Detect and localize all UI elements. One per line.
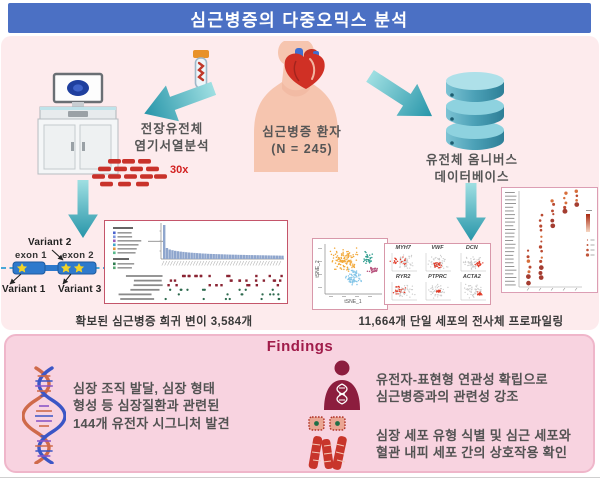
variant-summary-chart [104, 220, 288, 304]
tsne-canvas: tSNE_1 tSNE_2 [315, 244, 382, 305]
findings-title: Findings [266, 338, 334, 355]
database-label-line1: 유전체 옴니버스 [426, 153, 518, 167]
feature-plot-canvas [426, 282, 452, 301]
arrow-to-sequencing-icon [144, 81, 217, 122]
feature-plot-ACTA2: ACTA2 [455, 274, 489, 303]
database-label: 유전체 옴니버스 데이터베이스 [412, 152, 532, 185]
database-label-line2: 데이터베이스 [434, 169, 510, 184]
heart-icon [284, 48, 325, 89]
feature-gene-label: RYR2 [395, 274, 411, 280]
arrow-to-database-icon [366, 69, 433, 117]
feature-gene-label: ACTA2 [462, 274, 481, 280]
arrow-down-variants-icon [68, 180, 98, 238]
feature-plot-PTPRC: PTPRC [420, 274, 454, 303]
marker-dotplot [501, 187, 598, 293]
finding-1-line1: 심장 조직 발달, 심장 형태 [73, 381, 216, 396]
feature-plot-MYH7: MYH7 [386, 245, 420, 274]
finding-3-text: 심장 세포 유형 식별 및 심근 세포와 혈관 내피 세포 간의 상호작용 확인 [376, 428, 571, 463]
feature-plot-RYR2: RYR2 [386, 274, 420, 303]
marker-feature-plots: MYH7 VWF DCN RYR2 PTPRC ACTA2 [384, 243, 491, 305]
patient-torso-illustration [254, 41, 338, 172]
profiling-caption: 11,664개 단일 세포의 전사체 프로파일링 [358, 316, 564, 328]
patient-label-line1: 심근병증 환자 [262, 125, 342, 139]
findings-panel [4, 334, 595, 473]
finding-3-line2: 혈관 내피 세포 간의 상호작용 확인 [376, 445, 568, 461]
finding-1-text: 심장 조직 발달, 심장 형태 형성 등 심장질환과 관련된 144개 유전자 … [73, 381, 230, 433]
exon1-label: exon 1 [15, 250, 47, 261]
variant3-label: Variant 3 [58, 284, 102, 295]
feature-plot-canvas [391, 282, 418, 301]
feature-plot-canvas [460, 253, 486, 272]
exon2-label: exon 2 [62, 250, 94, 261]
sequencing-label: 전장유전체 염기서열분석 [112, 121, 232, 154]
tsne-ylabel: tSNE_2 [315, 260, 321, 277]
feature-gene-label: MYH7 [395, 245, 411, 251]
person-genotype-icon [324, 360, 360, 410]
feature-plot-canvas [426, 253, 452, 272]
exon-variant-diagram [1, 249, 106, 285]
finding-1-line3: 144개 유전자 시그니처 발견 [73, 415, 230, 431]
feature-plot-DCN: DCN [455, 245, 489, 274]
finding-3-line1: 심장 세포 유형 식별 및 심근 세포와 [376, 428, 572, 443]
tsne-cluster-plot: tSNE_1 tSNE_2 [312, 238, 388, 310]
arrow-down-singlecell-icon [456, 183, 486, 241]
cardiac-cells-icon [308, 416, 347, 470]
finding-1-line2: 형성 등 심장질환과 관련된 [73, 398, 220, 414]
database-icon [446, 72, 504, 150]
feature-plot-canvas [460, 282, 486, 301]
feature-gene-label: DCN [465, 245, 478, 251]
page-title: 심근병증의 다중오믹스 분석 [190, 10, 409, 30]
variant1-label: Variant 1 [2, 284, 46, 295]
blood-sample-tube-icon [193, 50, 209, 89]
variant2-label: Variant 2 [28, 237, 72, 248]
sequencing-label-line2: 염기서열분석 [134, 138, 210, 153]
finding-2-line1: 유전자-표현형 연관성 확립으로 [376, 372, 548, 387]
dotplot-canvas [505, 189, 595, 291]
sequencing-label-line1: 전장유전체 [140, 122, 204, 136]
variant-chart-canvas [113, 223, 284, 301]
patient-label-line2: (N = 245) [271, 141, 333, 156]
dna-sequencer-icon [37, 72, 119, 175]
title-bar: 심근병증의 다중오믹스 분석 [8, 3, 591, 33]
patient-label: 심근병증 환자 (N = 245) [242, 124, 362, 157]
feature-gene-label: PTPRC [428, 274, 447, 280]
finding-2-line2: 심근병증과의 관련성 강조 [376, 389, 519, 405]
feature-gene-label: VWF [431, 245, 444, 251]
finding-2-text: 유전자-표현형 연관성 확립으로 심근병증과의 관련성 강조 [376, 372, 548, 407]
tsne-xlabel: tSNE_1 [344, 299, 361, 305]
variants-caption: 확보된 심근병증 희귀 변이 3,584개 [75, 316, 253, 328]
feature-plot-grid: MYH7 VWF DCN RYR2 PTPRC ACTA2 [386, 245, 489, 303]
feature-plot-canvas [389, 253, 418, 272]
sequencing-reads-icon [92, 159, 167, 187]
feature-plot-VWF: VWF [420, 245, 454, 274]
coverage-label: 30x [170, 164, 189, 176]
dna-helix-icon [22, 366, 66, 464]
